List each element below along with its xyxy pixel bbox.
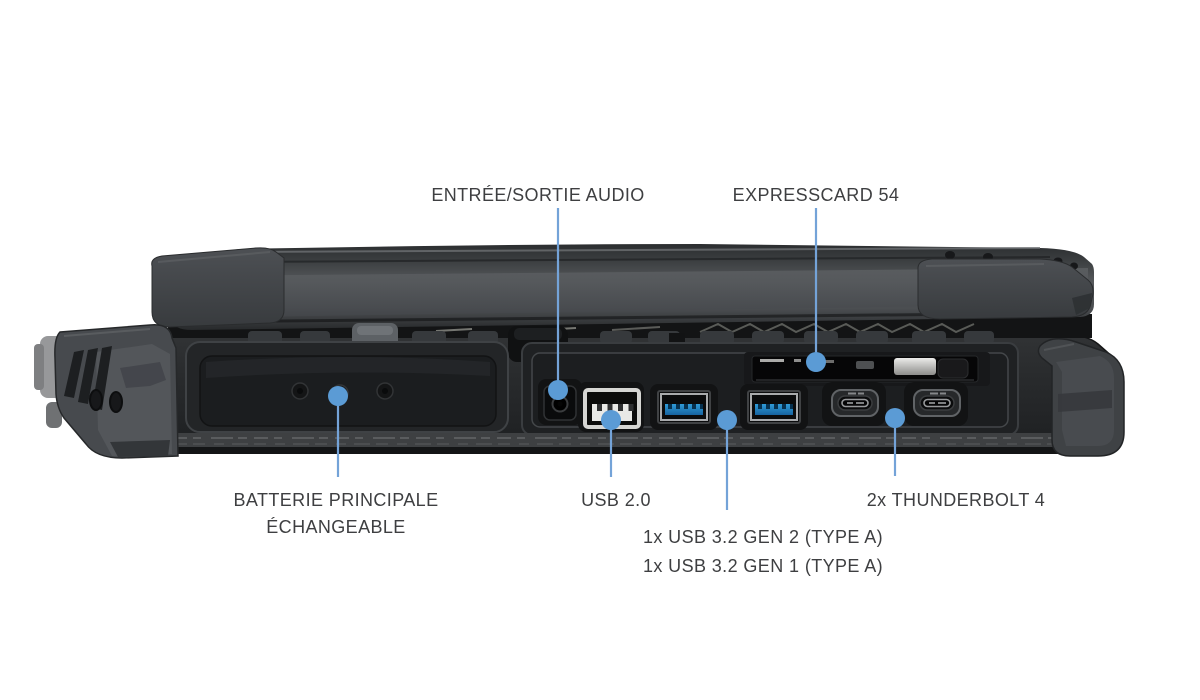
label-usb-3-2-line1: 1x USB 3.2 GEN 2 (TYPE A) — [642, 527, 884, 547]
leader-dot-audio — [548, 380, 568, 400]
base-bumper-right — [1037, 338, 1125, 457]
thunderbolt-port-1 — [831, 389, 879, 417]
label-usb-3-2-line2: 1x USB 3.2 GEN 1 (TYPE A) — [642, 556, 884, 576]
label-audio-in-out: ENTRÉE/SORTIE AUDIO — [431, 185, 645, 205]
label-usb-2-0: USB 2.0 — [581, 490, 651, 510]
laptop-lid — [151, 244, 1094, 330]
thunderbolt-port-2 — [913, 389, 961, 417]
label-thunderbolt-4: 2x THUNDERBOLT 4 — [866, 490, 1046, 510]
leader-dot-usb32 — [717, 410, 737, 430]
bumper-holes — [89, 389, 123, 413]
usb3-port-2 — [747, 390, 801, 424]
base-bottom-strip — [88, 433, 1092, 454]
leader-dot-thunderbolt — [885, 408, 905, 428]
expresscard-slot — [744, 352, 990, 386]
base-bumper-left — [34, 324, 179, 459]
lid-bumper-right — [917, 258, 1094, 320]
hinge-spring-glint — [699, 322, 975, 334]
label-main-battery-line1: BATTERIE PRINCIPALE — [233, 490, 439, 510]
usb3-port-1 — [657, 390, 711, 424]
base-top-tabs — [248, 331, 994, 345]
label-expresscard-54: EXPRESSCARD 54 — [732, 185, 900, 205]
label-main-battery-line2: ÉCHANGEABLE — [266, 517, 406, 537]
label-main-battery: BATTERIE PRINCIPALE ÉCHANGEABLE — [234, 487, 439, 541]
lid-mid-band — [178, 268, 1088, 318]
label-usb-3-2: 1x USB 3.2 GEN 2 (TYPE A) 1x USB 3.2 GEN… — [643, 523, 883, 581]
callout-leaders — [328, 208, 905, 510]
port-bay — [521, 342, 1019, 436]
leader-dot-expresscard — [806, 352, 826, 372]
leader-dot-usb2 — [601, 410, 621, 430]
expresscard-eject-button — [894, 358, 936, 375]
battery-door — [185, 341, 509, 433]
lid-bumper-left — [151, 247, 285, 328]
leader-dot-battery — [328, 386, 348, 406]
